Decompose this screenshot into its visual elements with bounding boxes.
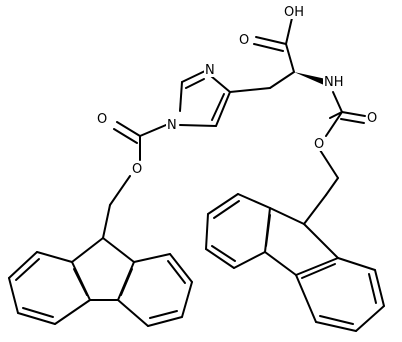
bond (229, 87, 271, 93)
bond (329, 111, 343, 119)
bond (303, 223, 339, 259)
bond (265, 214, 271, 247)
bond (179, 124, 217, 127)
bond (116, 121, 141, 137)
bond (269, 207, 305, 225)
stereo-wedge-bond (294, 72, 326, 85)
bond (169, 253, 193, 283)
bond (301, 263, 336, 279)
bond (8, 277, 19, 314)
bond (295, 274, 317, 323)
atom-labels: OH O N N NH O O O O (96, 4, 378, 177)
bond (181, 70, 206, 83)
bond (117, 299, 149, 327)
bond (71, 237, 104, 263)
bond (211, 245, 236, 262)
bond (341, 111, 366, 117)
bond (368, 273, 377, 304)
bond (22, 307, 54, 318)
label-bg (313, 136, 325, 151)
bond (211, 93, 225, 121)
bond (319, 149, 339, 179)
bond (337, 257, 376, 271)
label-o-left-ester: O (132, 162, 142, 177)
label-bg (204, 62, 216, 77)
bond (179, 81, 183, 112)
bond (185, 78, 205, 89)
label-bg (96, 111, 108, 126)
bond (340, 118, 365, 124)
bond (374, 269, 385, 307)
bond (325, 111, 343, 137)
bond (113, 128, 138, 144)
label-bg (323, 74, 345, 89)
label-oh: OH (284, 5, 304, 20)
label-bg (238, 32, 250, 47)
bond (325, 177, 339, 196)
bond (295, 257, 339, 276)
bond (264, 251, 297, 276)
label-o-right-ester: O (314, 137, 324, 152)
bond (215, 91, 231, 127)
bond (319, 315, 354, 325)
label-n-substituted: N (167, 118, 177, 133)
label-o-acid: O (239, 33, 249, 48)
bond (181, 281, 193, 318)
bond (269, 71, 295, 89)
bond (255, 36, 287, 45)
bond (8, 251, 38, 279)
bond (167, 260, 186, 284)
bond (285, 17, 293, 45)
bond (237, 193, 271, 209)
label-bg (282, 4, 304, 19)
bond (253, 43, 284, 52)
bond (36, 251, 73, 263)
bond (285, 43, 295, 73)
bond (355, 305, 385, 332)
label-n-imidazole: N (205, 63, 215, 78)
bond (54, 299, 91, 325)
bond (15, 258, 40, 281)
label-nh: NH (324, 75, 344, 90)
bond (102, 204, 111, 239)
bond (73, 268, 88, 296)
imidazole-ring (179, 70, 231, 127)
label-o-left-carbonyl: O (97, 112, 107, 127)
bond (233, 251, 266, 269)
bond (207, 193, 239, 215)
label-o-right-carbonyl: O (367, 111, 377, 126)
bond (139, 124, 167, 137)
bond (133, 253, 171, 263)
fluorenyl-right (205, 193, 385, 332)
bond (120, 268, 133, 296)
bond (102, 237, 135, 263)
bond (147, 316, 183, 327)
fluorenyl-left (8, 237, 193, 327)
bond (205, 213, 209, 250)
label-bg (366, 110, 378, 125)
bond (109, 175, 131, 206)
bond (17, 312, 56, 325)
bond (149, 310, 178, 319)
bond (315, 321, 357, 332)
bond (213, 200, 240, 219)
bond (205, 248, 235, 269)
bond (303, 194, 327, 225)
label-bg (166, 117, 178, 132)
bond (332, 91, 343, 113)
label-bg (131, 161, 143, 176)
